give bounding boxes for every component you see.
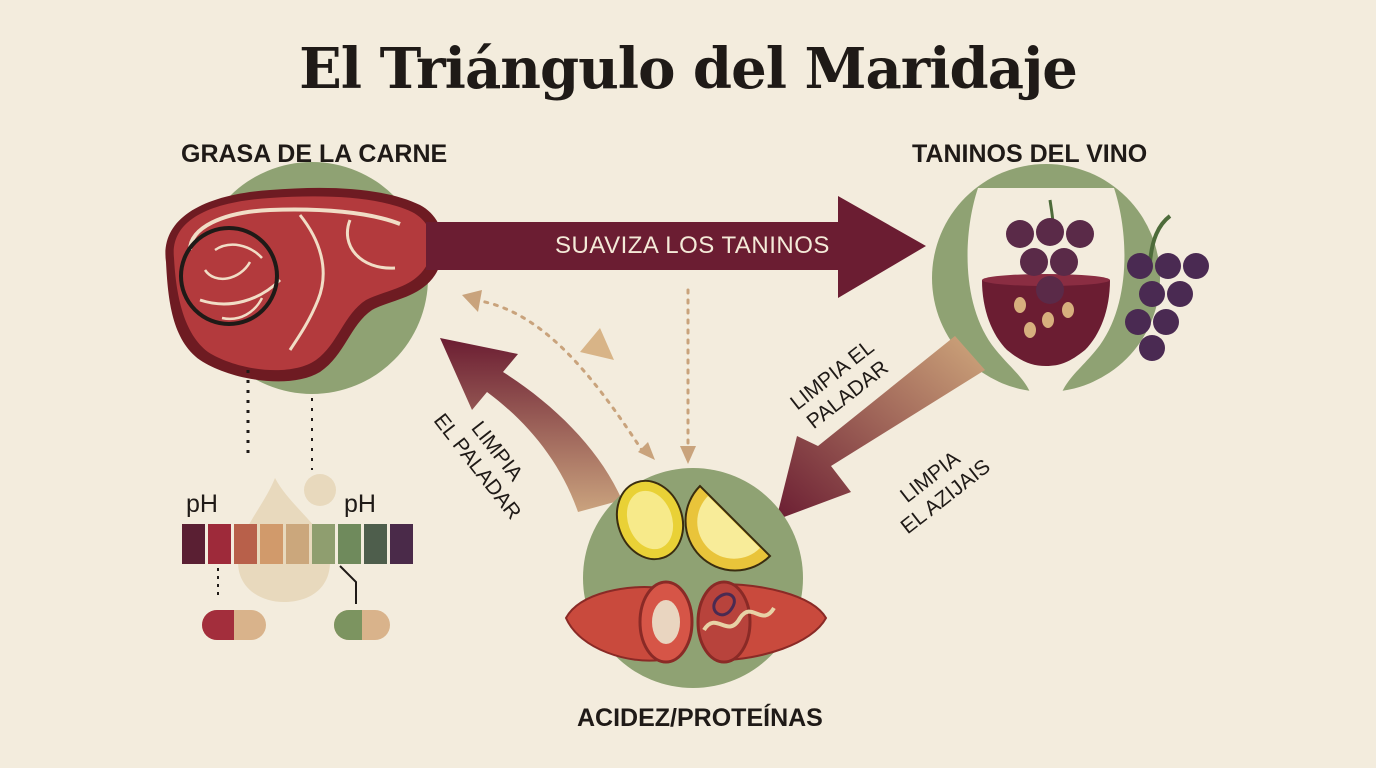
arrow-tannins-to-acidity [776,336,985,520]
arrow-acidity-to-fat [440,338,622,512]
ph-scale-segment [390,524,413,564]
arrow-label-fat-to-tannins: SUAVIZA LOS TANINOS [555,232,830,259]
ph-pills [202,610,390,640]
ph-scale-segment [208,524,231,564]
ph-scale-segment [234,524,257,564]
wine-glass-grapes-icon [932,164,1209,392]
ph-drop-illustration [217,370,357,604]
lemon-meat-icon [564,468,828,688]
ph-scale-segment [286,524,309,564]
node-label-tannins: TANINOS DEL VINO [912,140,1148,168]
ph-scale-bar [182,524,413,564]
ph-scale-segment [260,524,283,564]
page-title: El Triángulo del Maridaje [299,36,1078,102]
arrow-fat-to-tannins [426,196,926,298]
node-label-fat: GRASA DE LA CARNE [181,140,448,168]
ph-scale-segment [364,524,387,564]
node-label-acidity: ACIDEZ/PROTEÍNAS [577,704,823,732]
steak-icon [165,162,444,394]
ph-scale-segment [312,524,335,564]
ph-label-left: pH [186,490,218,518]
dotted-arrowheads [462,290,696,464]
ph-scale-segment [182,524,205,564]
ph-scale-segment [338,524,361,564]
ph-label-right: pH [344,490,376,518]
dotted-connectors [473,288,690,457]
